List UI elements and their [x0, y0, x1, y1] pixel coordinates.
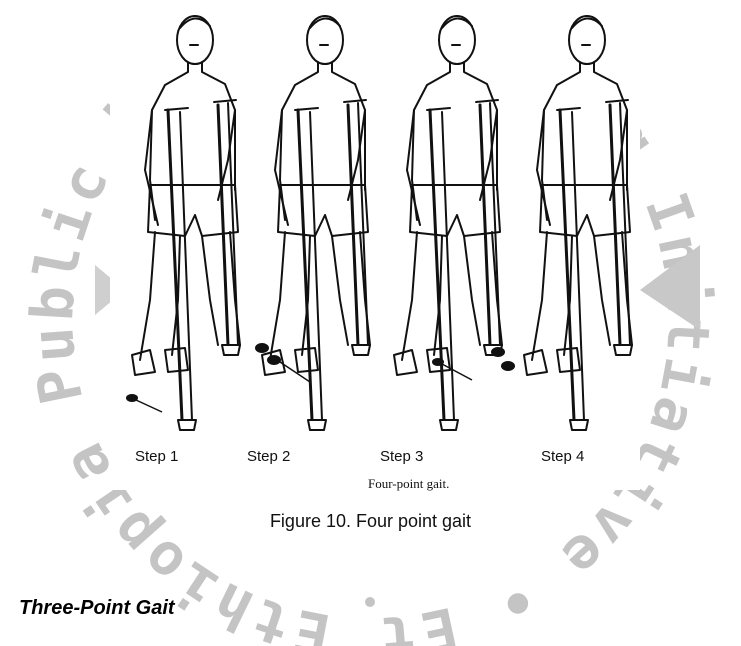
figure-caption: Figure 10. Four point gait: [0, 511, 741, 532]
step-2-label: Step 2: [247, 448, 290, 465]
figure-sub-caption: Four-point gait.: [368, 476, 449, 492]
section-heading: Three-Point Gait: [19, 597, 175, 620]
four-point-gait-illustration: [110, 0, 640, 490]
step-4-label: Step 4: [541, 448, 584, 465]
step-3-label: Step 3: [380, 448, 423, 465]
step-1-label: Step 1: [135, 448, 178, 465]
